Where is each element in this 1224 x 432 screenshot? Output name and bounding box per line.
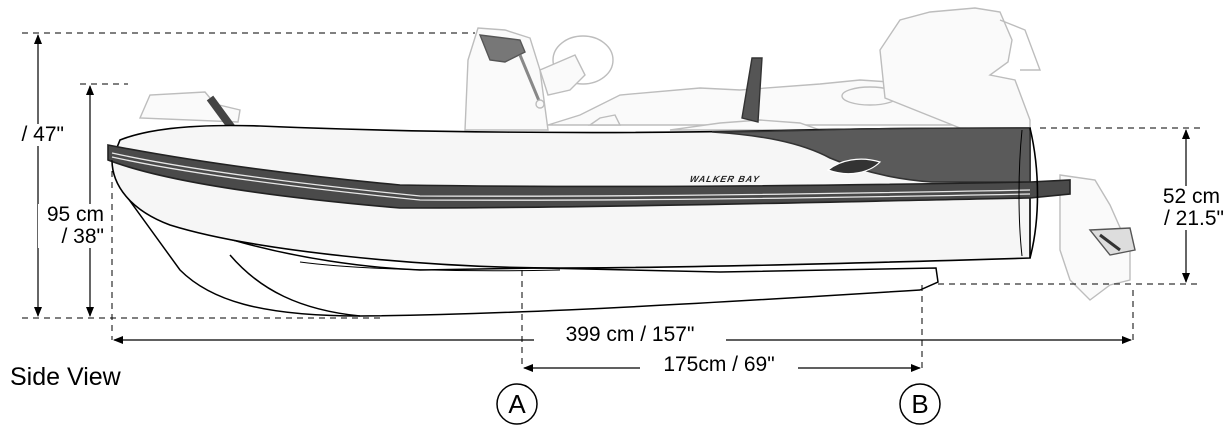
walker-bay-logo: WALKER BAY bbox=[689, 174, 761, 184]
overall-length-label: 399 cm / 157" bbox=[534, 324, 726, 346]
boat-upper-outline bbox=[138, 7, 1136, 301]
tube-outline bbox=[107, 124, 1071, 269]
point-a-label: A bbox=[508, 389, 526, 419]
height-hull-metric-label: 95 cm bbox=[38, 204, 104, 226]
side-view-label: Side View bbox=[10, 363, 121, 391]
tube-height-imperial-label: / 21.5" bbox=[1140, 208, 1224, 230]
ab-distance-label: 175cm / 69" bbox=[640, 354, 798, 376]
tube-height-metric-label: 52 cm bbox=[1140, 186, 1220, 208]
point-b-circle bbox=[899, 383, 941, 425]
dimension-guides bbox=[22, 32, 1200, 368]
point-b-label: B bbox=[911, 389, 929, 419]
height-hull-imperial-label: / 38" bbox=[38, 226, 104, 248]
hull-outline bbox=[121, 189, 939, 317]
point-a-circle bbox=[496, 383, 538, 425]
height-max-imperial-label: / 47" bbox=[0, 124, 64, 146]
